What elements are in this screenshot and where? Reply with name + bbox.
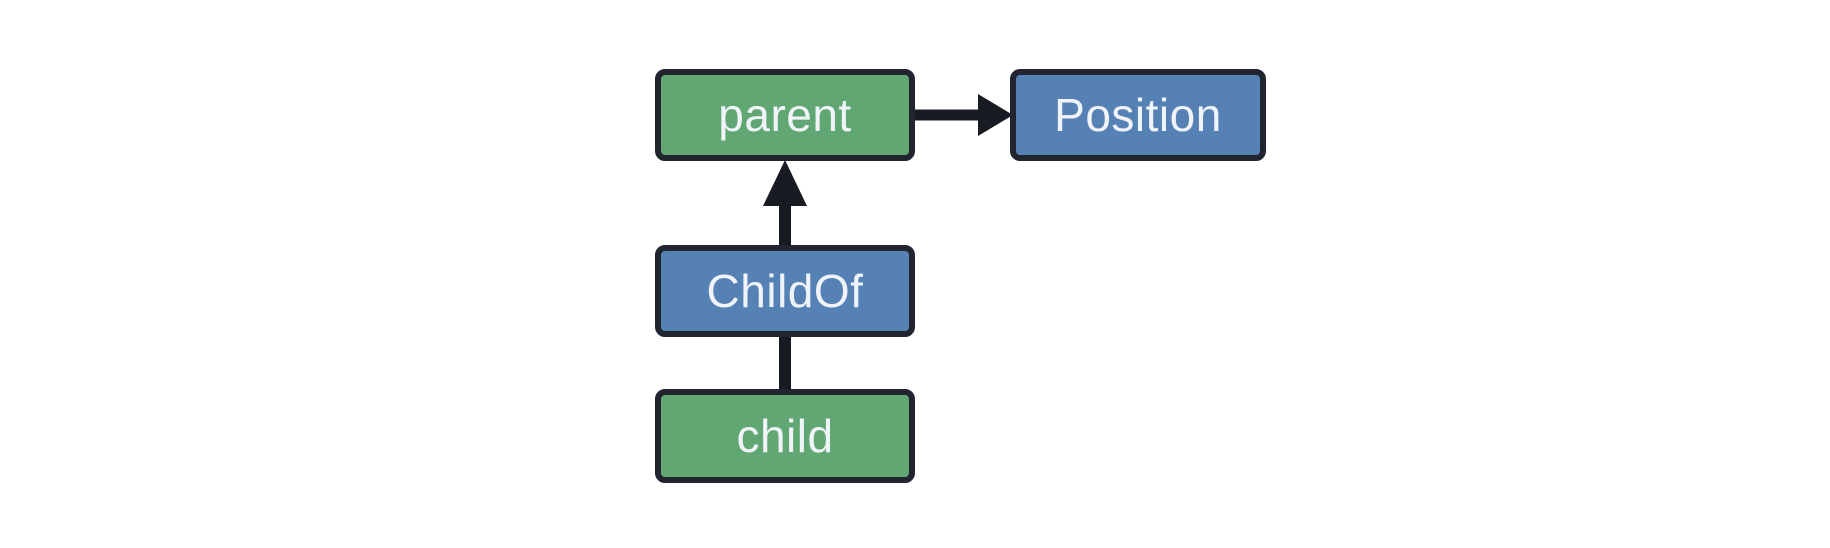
node-childof-label: ChildOf (706, 265, 864, 317)
node-child: child (655, 389, 915, 483)
node-parent-label: parent (718, 89, 852, 141)
node-parent: parent (655, 69, 915, 161)
node-position-label: Position (1054, 89, 1222, 141)
node-childof: ChildOf (655, 245, 915, 337)
edge-parent-position-arrow (913, 94, 1013, 136)
edge-childof-parent-arrow (763, 160, 807, 248)
node-position: Position (1010, 69, 1266, 161)
node-child-label: child (736, 410, 834, 462)
